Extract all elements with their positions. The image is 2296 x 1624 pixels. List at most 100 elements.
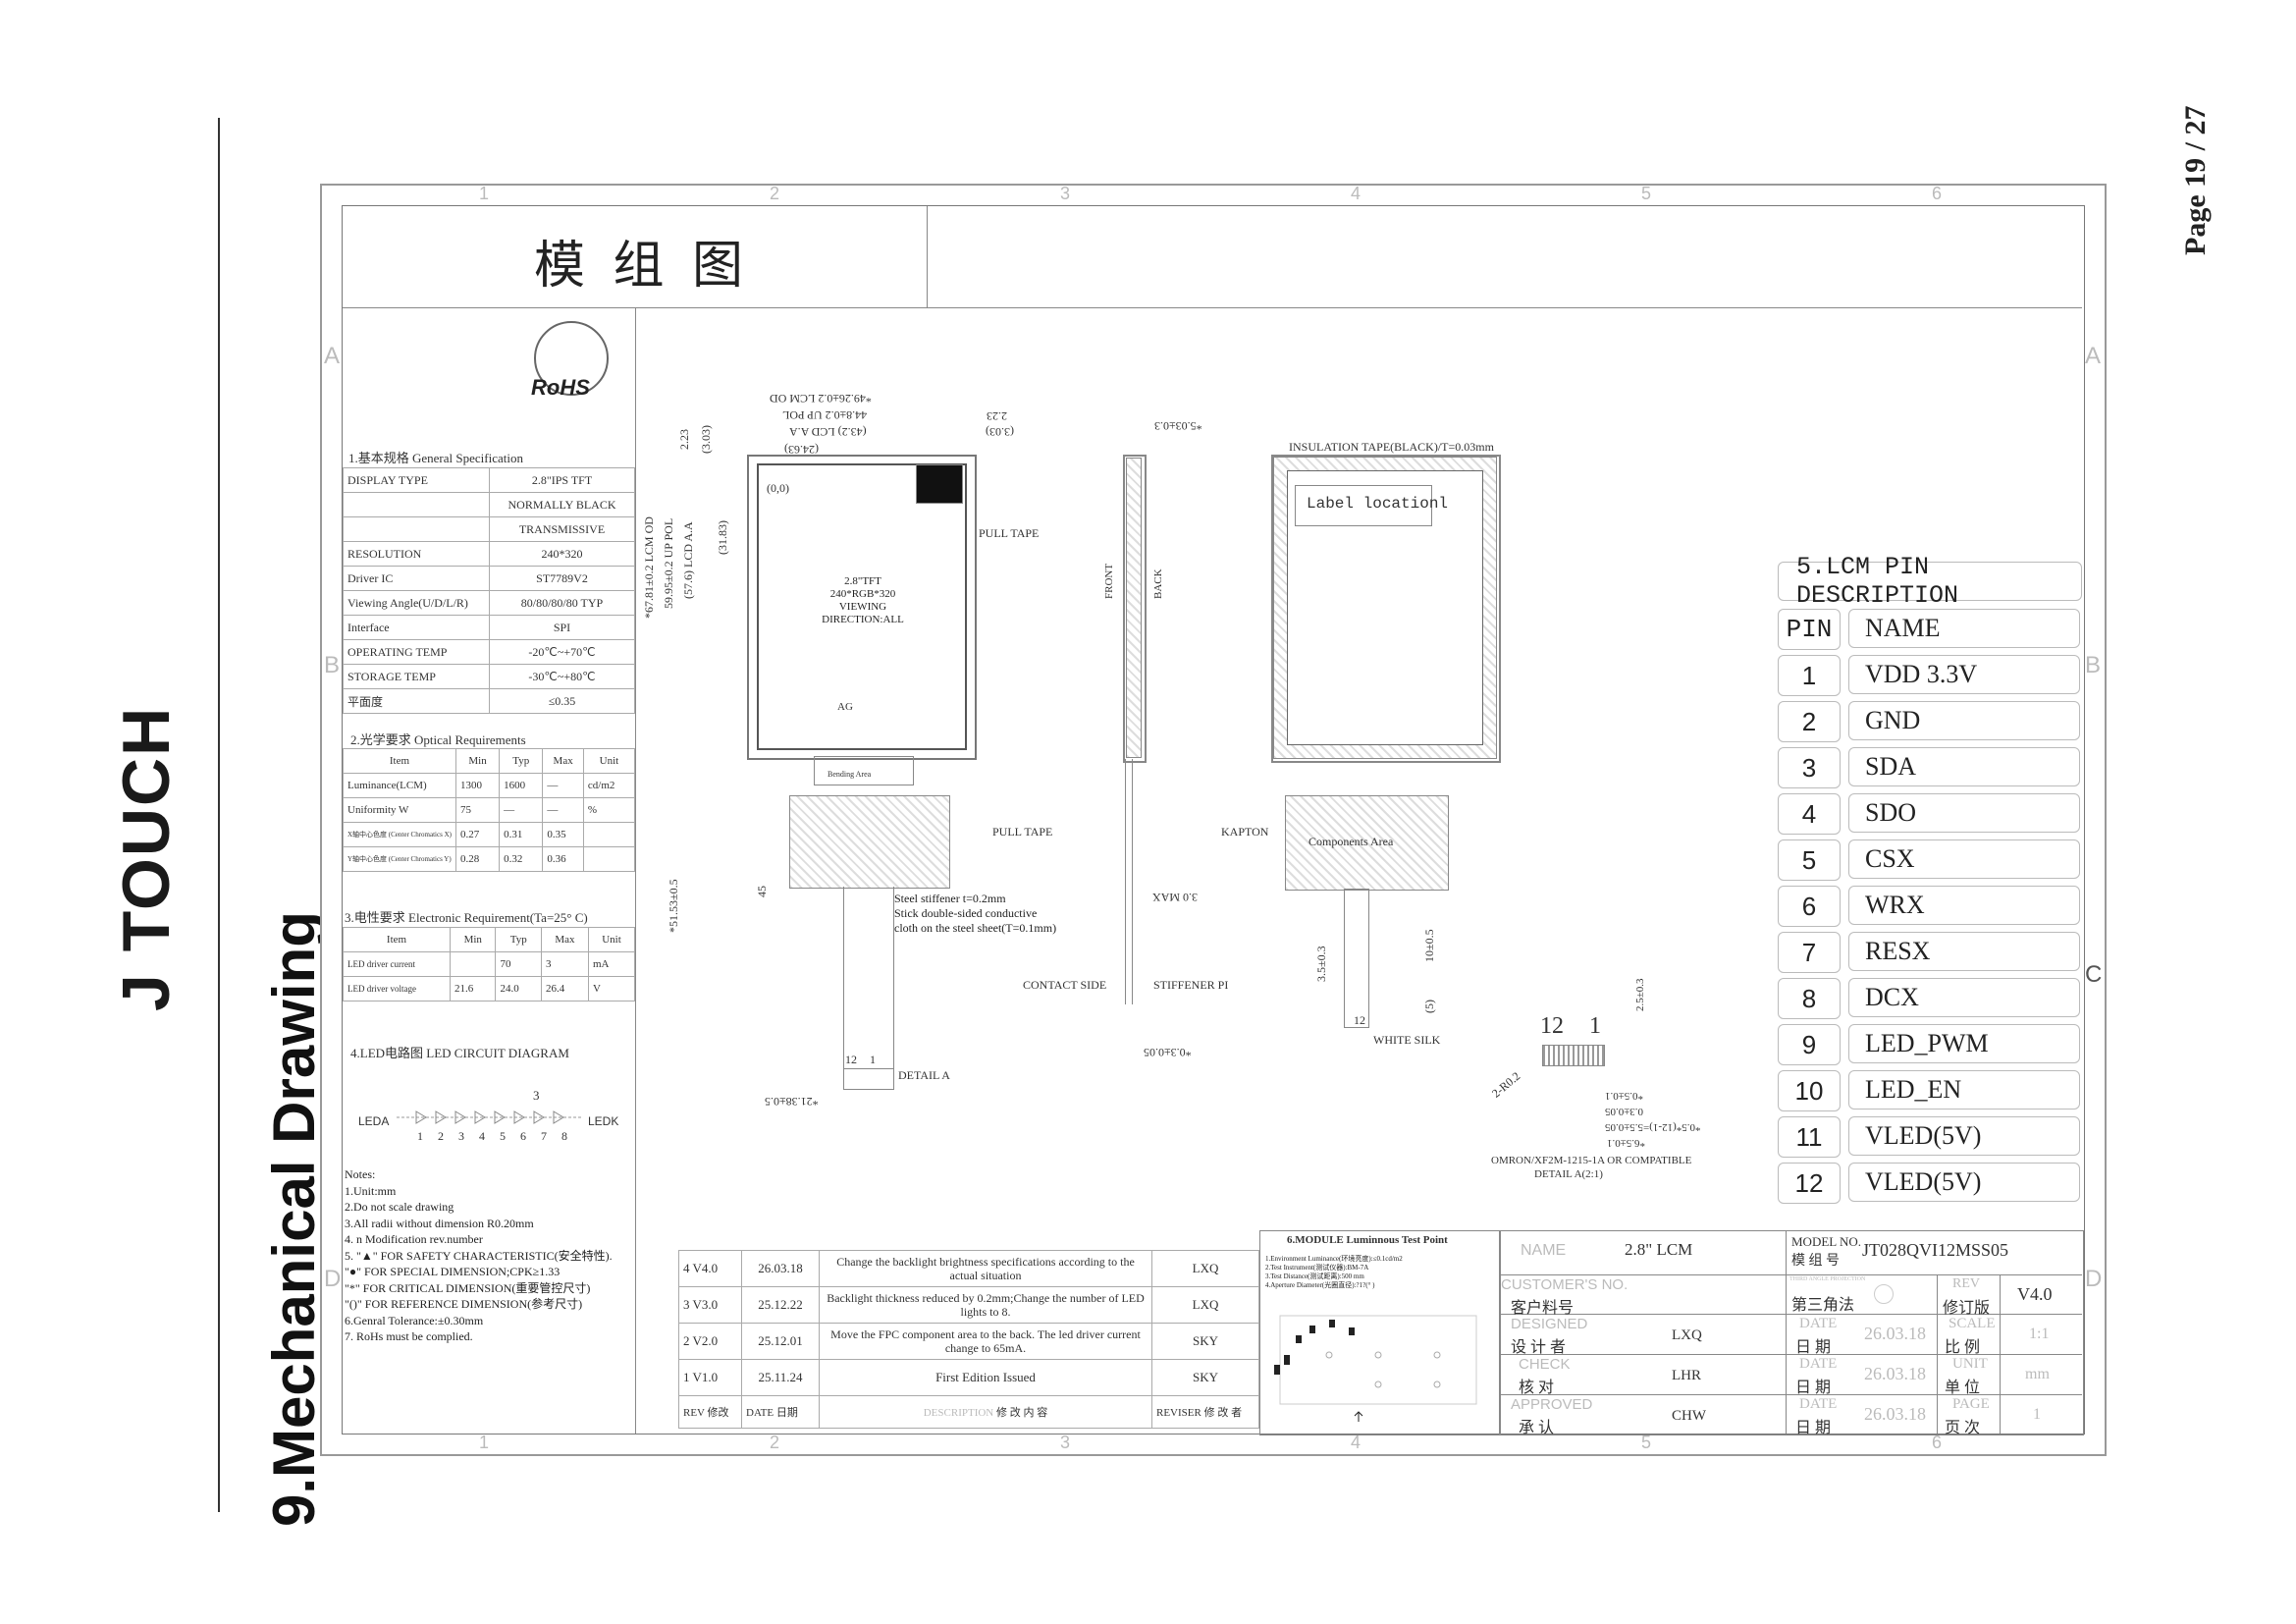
title-block-col [1499,1230,1787,1434]
column-header: Min [449,927,497,952]
dim-3183: (31.83) [716,520,729,555]
projection-icon [1874,1284,1894,1304]
bending-area-label: Bending Area [828,770,872,779]
spec-label: 平面度 [343,688,490,714]
dim-lcm-od: *49.26±0.2 LCM OD [770,392,872,406]
spec-value: -30℃~+80℃ [489,664,635,689]
spec-value: 240*320 [489,541,635,567]
table-cell: 24.0 [495,976,542,1001]
column-header: Typ [499,748,544,774]
revision-circle-mark: 3 [683,1297,690,1312]
dim-r02: 2-R0.2 [1489,1068,1523,1101]
test-point-notes: 1.Environment Luminance(环境亮度):≤0.1cd/m2 … [1265,1255,1403,1290]
revision-cell: 2 V2.0 [678,1323,742,1360]
drawing-frame: 模 组 图 RoHS 1.基本规格 General Specification … [342,205,2085,1436]
dim-35: 3.5±0.3 [1314,946,1328,982]
spec-value: NORMALLY BLACK [489,492,635,517]
note-line: 3.All radii without dimension R0.20mm [345,1216,534,1230]
side-hatch [1126,458,1142,758]
date-label: DATE [1799,1396,1838,1412]
table-cell [582,846,636,872]
date-label: DATE [1799,1316,1838,1331]
revision-circle-mark: 4 [683,1261,690,1275]
note-line: 7. RoHs must be complied. [345,1329,473,1343]
grid-letter: A [2085,343,2102,369]
white-silk-label: WHITE SILK [1373,1033,1441,1047]
revision-mark: 3 [533,1088,540,1103]
pin-number: 3 [1778,747,1841,788]
date-value: 26.03.18 [1864,1324,1926,1343]
table-row: 1 V1.0 25.11.24 First Edition Issued SKY [678,1359,1259,1396]
pull-tape-label-2: PULL TAPE [992,825,1053,839]
grid-letter: B [2085,652,2102,678]
leda-label: LEDA [358,1114,390,1128]
revision-desc: Change the backlight brightness specific… [819,1250,1152,1287]
table-cell: LED driver voltage [343,976,451,1001]
panel-resolution: 240*RGB*320 [829,588,896,600]
title-block [1499,1230,2084,1435]
dim-d3: *0.5*(12-1)=5.5±0.05 [1605,1121,1701,1133]
table-cell: 1300 [454,773,501,798]
dim-thickness: *5.03±0.3 [1154,419,1202,433]
revision-version: V3.0 [692,1297,719,1312]
table-row: OPERATING TEMP-20℃~+70℃ [343,639,635,665]
spec-value: 80/80/80/80 TYP [489,590,635,616]
check-value: LHR [1672,1368,1701,1383]
pin-number: 12 [1778,1163,1841,1204]
drawing-title: 模 组 图 [534,237,750,296]
spec-column [343,307,636,1434]
table-cell [449,951,497,977]
test-point-line: 3.Test Distance(测试距离):500 mm [1265,1272,1364,1280]
spec-value: 2.8"IPS TFT [489,467,635,493]
revision-version: V2.0 [692,1333,719,1348]
grid-number: 5 [1641,184,1652,203]
pin-name: DCX [1848,978,2080,1017]
grid-letter: C [2085,961,2103,988]
pin-name: LED_EN [1848,1070,2080,1110]
pin-name: SDO [1848,793,2080,833]
dim-5: (5) [1422,1000,1436,1013]
lcd-active-area [757,463,967,750]
fpc-tail [843,887,894,1088]
dim-25: 2.5±0.3 [1634,978,1646,1011]
scale-label: SCALE [1949,1316,1996,1331]
components-area-label: Components Area [1308,835,1394,848]
name-label: NAME [1521,1242,1567,1259]
pin-name: LED_PWM [1848,1024,2080,1063]
grid-number: 1 [479,1433,490,1452]
led-numbers: 1 2 3 4 5 6 7 8 [417,1129,573,1143]
spec-label: DISPLAY TYPE [343,467,490,493]
stiffener-note-line: Stick double-sided conductive [894,906,1038,920]
table-row: REV 修改 DATE 日期 DESCRIPTION 修 改 内 容 REVIS… [678,1395,1259,1429]
table-cell: 0.28 [454,846,501,872]
title-bar [343,206,2082,308]
spec-label: Interface [343,615,490,640]
rev-value: V4.0 [2017,1284,2053,1304]
customer-label-cn: 客户料号 [1511,1300,1575,1317]
grid-number: 1 [479,184,490,203]
revision-header: REVISER 修 改 者 [1151,1395,1259,1429]
model-label: MODEL NO. [1791,1234,1862,1249]
dim-d1: *0.5±0.1 [1605,1090,1644,1102]
pin-number: 10 [1778,1070,1841,1111]
revision-date: 25.12.22 [741,1286,820,1324]
title-block-row [1499,1230,2082,1275]
detail-connector-pins [1542,1045,1605,1066]
revision-cell: 4 V4.0 [678,1250,742,1287]
pin-header: PIN [1778,609,1841,650]
revision-cell: 3 V3.0 [678,1286,742,1324]
date-label-cn: 日 期 [1795,1380,1832,1396]
pin-header-row: PIN NAME [1778,609,2082,650]
dim-d4: *6.5±0.1 [1607,1137,1646,1149]
test-point-line: 4.Aperture Diameter(光圈直径):?1?(° ) [1265,1281,1375,1289]
check-label-cn: 核 对 [1519,1380,1555,1396]
panel-size: 2.8"TFT [844,575,881,587]
pin-name: WRX [1848,886,2080,925]
third-angle-cn: 第三角法 [1791,1297,1855,1314]
